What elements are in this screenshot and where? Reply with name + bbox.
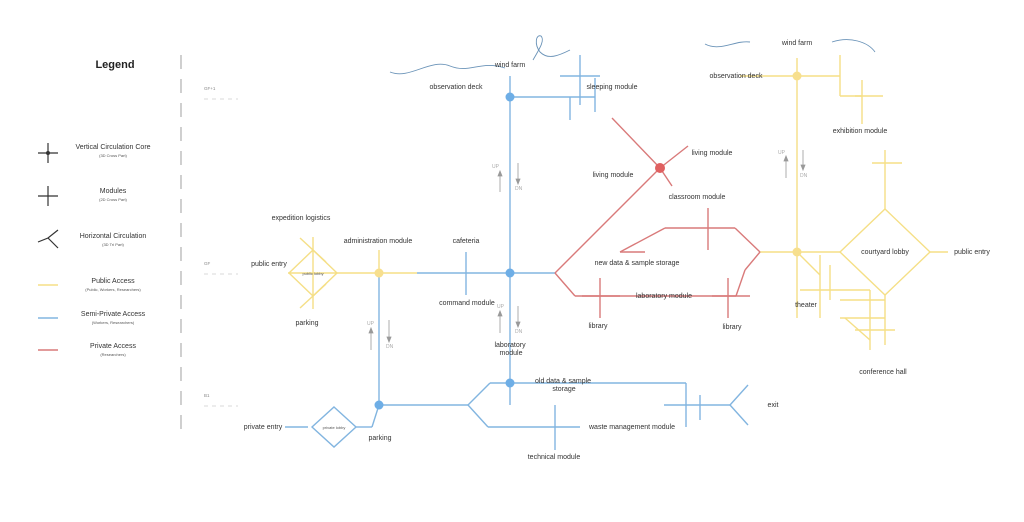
label-library-2: library <box>722 324 742 331</box>
up-label-1: UP <box>492 164 500 170</box>
semi-private-network <box>285 55 749 450</box>
core-node-admin <box>374 268 384 278</box>
legend-horizontal-label: Horizontal Circulation <box>80 233 147 240</box>
up-label-2: UP <box>497 304 505 310</box>
label-old-data-storage: old data & sample storage <box>535 378 593 393</box>
label-command-module: command module <box>439 300 495 307</box>
label-cafeteria: cafeteria <box>453 238 480 245</box>
label-living-module-1: living module <box>692 150 733 157</box>
up-down-arrows <box>368 150 806 350</box>
wind-farm-sketches <box>389 35 876 75</box>
legend-vertical-label: Vertical Circulation Core <box>75 144 150 151</box>
label-living-module-2: living module <box>593 172 634 179</box>
private-network <box>554 117 761 318</box>
label-wind-farm-1: wind farm <box>494 62 526 69</box>
label-classroom-module: classroom module <box>669 194 726 201</box>
legend-modules-sub: (2D Cross Part) <box>99 197 127 202</box>
label-wind-farm-2: wind farm <box>781 40 813 47</box>
label-expedition-logistics: expedition logistics <box>272 215 331 222</box>
label-library-1: library <box>588 323 608 330</box>
label-new-data-storage: new data & sample storage <box>595 260 680 267</box>
label-administration-module: administration module <box>344 238 413 245</box>
label-exit: exit <box>768 402 779 409</box>
dn-label-1: DN <box>515 186 523 192</box>
label-technical-module: technical module <box>528 454 581 461</box>
label-courtyard-lobby: courtyard lobby <box>861 249 909 256</box>
legend-private-label: Private Access <box>90 343 136 350</box>
public-network <box>287 55 948 350</box>
label-private-lobby: private lobby <box>323 425 346 430</box>
core-nodes <box>374 71 802 410</box>
level-ground-label: GF <box>204 261 211 266</box>
core-node-parking <box>374 400 384 410</box>
level-basement-label: B1 <box>204 393 210 398</box>
label-public-entry-right: public entry <box>954 249 990 256</box>
dn-label-3: DN <box>386 344 394 350</box>
up-label-4: UP <box>778 150 786 156</box>
label-module-word: module <box>500 350 523 357</box>
legend-public-label: Public Access <box>91 278 135 285</box>
legend-private-sub: (Researchers) <box>100 352 126 357</box>
level-markers: GF+1 GF B1 <box>204 86 238 407</box>
label-laboratory-module-center: laboratory module <box>494 342 527 357</box>
legend-semi-label: Semi-Private Access <box>81 311 146 318</box>
level-upper-label: GF+1 <box>204 86 216 91</box>
label-parking-private: parking <box>369 435 392 442</box>
horizontal-circulation-symbol <box>37 229 59 249</box>
legend: Legend Vertical Circulation Core (3D Cro… <box>37 59 151 357</box>
core-node-observation <box>505 92 515 102</box>
label-public-entry-left: public entry <box>251 261 287 268</box>
label-observation-deck-2: observation deck <box>710 73 763 80</box>
legend-public-sub: (Public, Workers, Researchers) <box>85 287 141 292</box>
dn-label-4: DN <box>800 173 808 179</box>
label-sleeping-module: sleeping module <box>587 84 638 91</box>
label-waste-management: waste management module <box>588 424 675 431</box>
node-labels: wind farm observation deck sleeping modu… <box>244 40 991 461</box>
core-node-command <box>505 268 515 278</box>
label-conference-hall: conference hall <box>859 369 907 376</box>
legend-title: Legend <box>95 59 134 71</box>
label-private-entry: private entry <box>244 424 283 431</box>
module-symbol <box>38 186 58 206</box>
label-theater: theater <box>795 302 817 309</box>
up-down-labels: UP DN UP DN UP DN UP DN <box>367 150 808 350</box>
legend-vertical-sub: (3D Cross Part) <box>99 153 127 158</box>
core-node-basement <box>505 378 515 388</box>
label-parking-public: parking <box>296 320 319 327</box>
label-observation-deck-1: observation deck <box>430 84 483 91</box>
legend-semi-sub: (Workers, Researchers) <box>92 320 135 325</box>
dn-label-2: DN <box>515 329 523 335</box>
up-label-3: UP <box>367 321 375 327</box>
core-node-courtyard <box>792 247 802 257</box>
legend-horizontal-sub: (3D Tri Part) <box>102 242 124 247</box>
label-old-data-line2: storage <box>552 386 575 393</box>
core-node-living <box>655 163 665 173</box>
label-exhibition-module: exhibition module <box>833 128 888 135</box>
label-public-lobby: public lobby <box>302 271 323 276</box>
legend-modules-label: Modules <box>100 188 127 195</box>
label-old-data-line1: old data & sample <box>535 378 591 385</box>
vertical-core-symbol <box>38 143 58 163</box>
core-node-observation-right <box>792 71 802 81</box>
label-laboratory-module-right: laboratory module <box>636 293 692 300</box>
label-laboratory-word: laboratory <box>494 342 526 349</box>
